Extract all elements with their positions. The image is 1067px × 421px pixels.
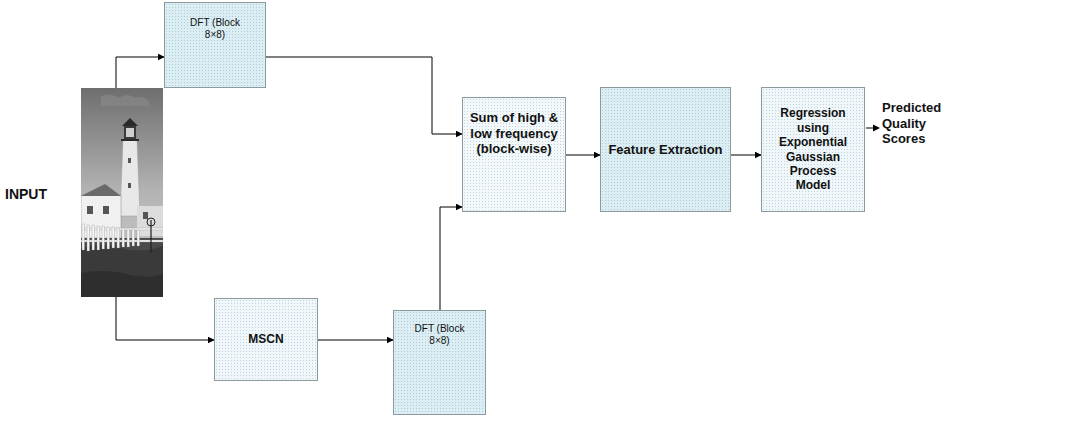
box-text: Feature Extraction bbox=[602, 142, 729, 158]
input-image: INPUT bbox=[81, 88, 163, 297]
sum-box: Sum of high & low frequency (block-wise) bbox=[462, 97, 566, 212]
box-text: Regression using Exponential Gaussian Pr… bbox=[771, 106, 855, 192]
box-text: DFT (Block 8×8) bbox=[409, 323, 471, 347]
dft-box: DFT (Block 8×8) bbox=[164, 2, 266, 88]
feature-box: Feature Extraction bbox=[600, 87, 731, 212]
box-text: DFT (Block 8×8) bbox=[184, 17, 246, 41]
regression-box: Regression using Exponential Gaussian Pr… bbox=[761, 87, 865, 212]
flow-arrow bbox=[318, 340, 393, 341]
flow-arrow bbox=[440, 207, 462, 310]
box-text: Sum of high & low frequency (block-wise) bbox=[465, 110, 563, 157]
lighthouse-photo bbox=[81, 88, 163, 297]
dft-box: DFT (Block 8×8) bbox=[393, 310, 486, 415]
mscn-box: MSCN bbox=[214, 298, 318, 381]
flow-arrow bbox=[116, 297, 214, 340]
flow-arrow bbox=[731, 155, 761, 156]
flow-arrow bbox=[566, 155, 600, 156]
output-arrowhead bbox=[873, 125, 880, 132]
flow-arrow bbox=[266, 57, 462, 134]
output-label: Predicted Quality Scores bbox=[882, 100, 954, 147]
box-text: MSCN bbox=[218, 332, 314, 346]
input-label: INPUT bbox=[5, 186, 47, 203]
flow-arrow bbox=[116, 57, 164, 88]
